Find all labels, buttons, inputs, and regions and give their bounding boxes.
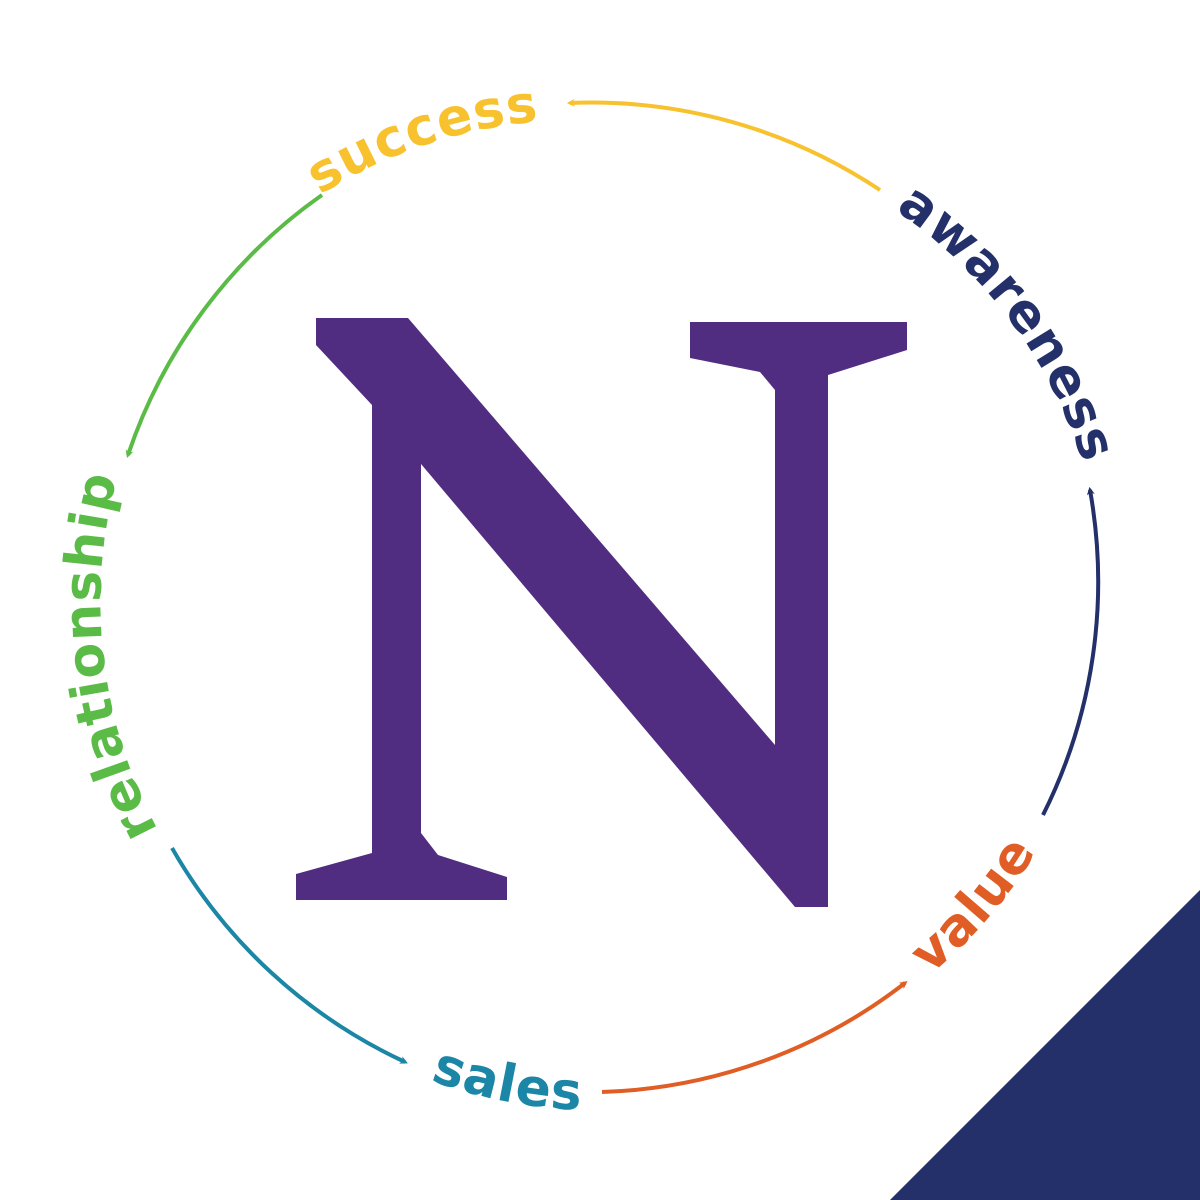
arrow-success-to-relationship	[125, 193, 324, 459]
label-relationship: relationship	[53, 466, 169, 851]
label-success: success	[296, 74, 541, 206]
arrow-sales-to-value	[601, 981, 908, 1094]
northwestern-n-logo	[296, 318, 907, 907]
arrow-value-to-awareness	[1041, 486, 1101, 816]
arrow-relationship-to-sales	[170, 847, 408, 1064]
arrow-awareness-to-success	[566, 98, 882, 192]
corner-triangle	[890, 890, 1200, 1200]
label-value: value	[899, 826, 1048, 985]
label-sales: sales	[426, 1036, 585, 1123]
label-awareness: awareness	[887, 172, 1128, 469]
